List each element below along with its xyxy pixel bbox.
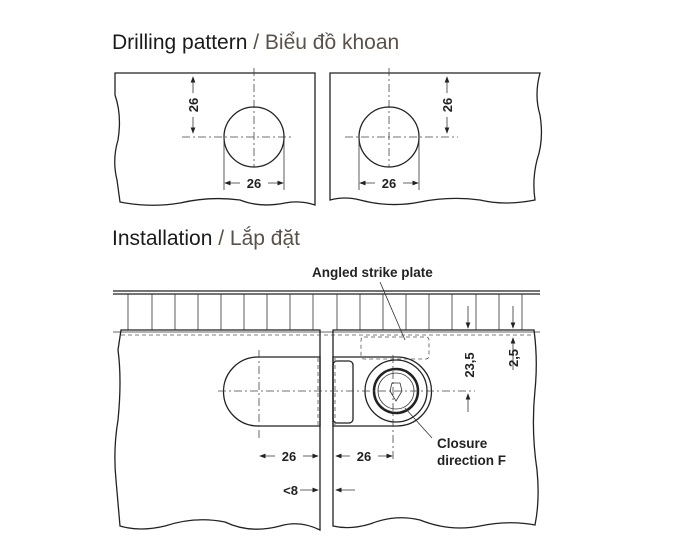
dim-horizontal: 26 — [382, 176, 396, 191]
dim-gap: <8 — [283, 483, 298, 498]
hinge-left-body — [222, 356, 321, 427]
dim-2-5: 2,5 — [506, 349, 521, 367]
dim-vertical: 26 — [186, 98, 201, 112]
label-strike-plate: Angled strike plate — [312, 265, 433, 280]
drilling-right-panel: 26 26 — [329, 68, 543, 206]
label-closure: Closure — [437, 436, 488, 451]
installation-drawing: 23,5 2,5 26 26 <8 Angled strike plate Cl… — [113, 265, 540, 532]
dim-right-26: 26 — [357, 449, 371, 464]
drilling-left-panel: 26 26 — [114, 68, 316, 206]
installation-title: Installation / Lắp đặt — [112, 227, 300, 250]
key-slot-icon — [389, 382, 403, 402]
dim-horizontal: 26 — [247, 176, 261, 191]
strike-plate — [360, 336, 430, 360]
hinge-right-body — [332, 356, 433, 427]
drilling-title: Drilling pattern / Biểu đồ khoan — [112, 31, 399, 54]
label-closure-direction: direction F — [437, 453, 506, 468]
dim-23-5: 23,5 — [462, 352, 477, 377]
dim-vertical: 26 — [440, 98, 455, 112]
hinge-knuckle — [332, 360, 354, 424]
dim-left-26: 26 — [282, 449, 296, 464]
rail-slats — [127, 294, 523, 330]
